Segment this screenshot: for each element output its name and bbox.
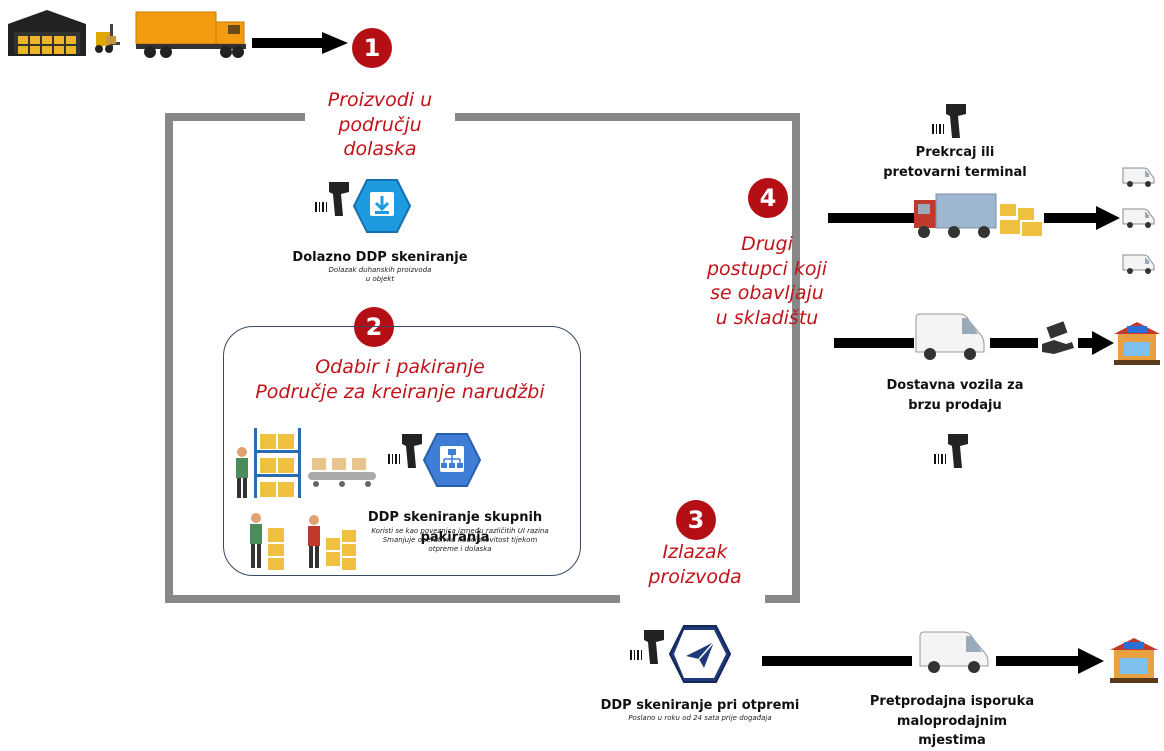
dispatch-scan-desc: Poslano u roku od 24 sata prije događaja (628, 714, 772, 722)
warehouse-frame-bottom-left (165, 595, 620, 603)
step3-badge: 3 (676, 500, 716, 540)
step2-badge: 2 (354, 307, 394, 347)
retail-store-icon (1114, 322, 1160, 365)
barcode-scanner-icon (388, 434, 422, 468)
dispatch-scan-label: DDP skeniranje pri otpremi (600, 698, 800, 713)
aggregation-scan-label: DDP skeniranje skupnih pakiranja (367, 510, 543, 545)
warehouse-frame-top-right (455, 113, 800, 121)
warehouse-icon (8, 10, 86, 56)
vansale-line-1 (834, 338, 914, 348)
arrow-to-vans (1044, 206, 1120, 230)
retail-store-icon (1110, 638, 1158, 683)
step4-title: Drugi postupci koji se obavljaju u sklad… (706, 233, 828, 330)
step2-title: Odabir i pakiranje Područje za kreiranje… (255, 356, 545, 403)
crossdock-line-1 (828, 213, 914, 223)
arrow-to-store (996, 648, 1104, 674)
step4-badge: 4 (748, 178, 788, 218)
aggregation-scan-desc: Koristi se kao poveznica između različit… (371, 527, 549, 554)
crossdock-label: Prekrcaj ili pretovarni terminal (883, 145, 1027, 180)
aggregation-scan-icon (422, 433, 482, 487)
workers-packing-icon (250, 513, 356, 570)
preselling-line-1 (762, 656, 912, 666)
cash-payment-icon (1042, 321, 1074, 354)
crossdock-truck-icon (914, 193, 1042, 238)
warehouse-worker-shelves-icon (236, 428, 301, 498)
warehouse-frame-left (165, 113, 173, 603)
inbound-scan-desc: Dolazak duhanskih proizvoda u objekt (328, 266, 432, 284)
step3-title: Izlazak proizvoda (648, 541, 742, 588)
barcode-scanner-icon (315, 182, 349, 216)
forklift-icon (95, 24, 120, 53)
van-small-icon (1122, 167, 1155, 187)
step1-badge: 1 (352, 28, 392, 68)
inbound-scan-label: Dolazno DDP skeniranje (292, 250, 468, 265)
van-small-icon (1122, 208, 1155, 228)
picking-area-box (223, 326, 581, 576)
vansale-label: Dostavna vozila za brzu prodaju (886, 378, 1024, 413)
barcode-scanner-icon (934, 434, 968, 468)
barcode-scanner-icon (932, 104, 966, 138)
arrow-to-store (1078, 331, 1114, 355)
warehouse-frame-bottom-right (765, 595, 800, 603)
delivery-van-icon (919, 631, 989, 673)
vansale-line-2 (990, 338, 1038, 348)
warehouse-frame-right (792, 113, 800, 603)
arrow-to-step1 (252, 32, 348, 54)
warehouse-frame-top-left (165, 113, 305, 121)
conveyor-icon (308, 458, 376, 487)
truck-icon (135, 11, 246, 58)
dispatch-scan-icon (668, 625, 732, 683)
preselling-label: Pretprodajna isporuka maloprodajnim mjes… (869, 694, 1035, 748)
step1-title: Proizvodi u području dolaska (327, 89, 433, 161)
inbound-scan-icon (352, 179, 412, 233)
delivery-van-icon (915, 313, 985, 360)
van-small-icon (1122, 254, 1155, 274)
barcode-scanner-icon (630, 630, 664, 664)
